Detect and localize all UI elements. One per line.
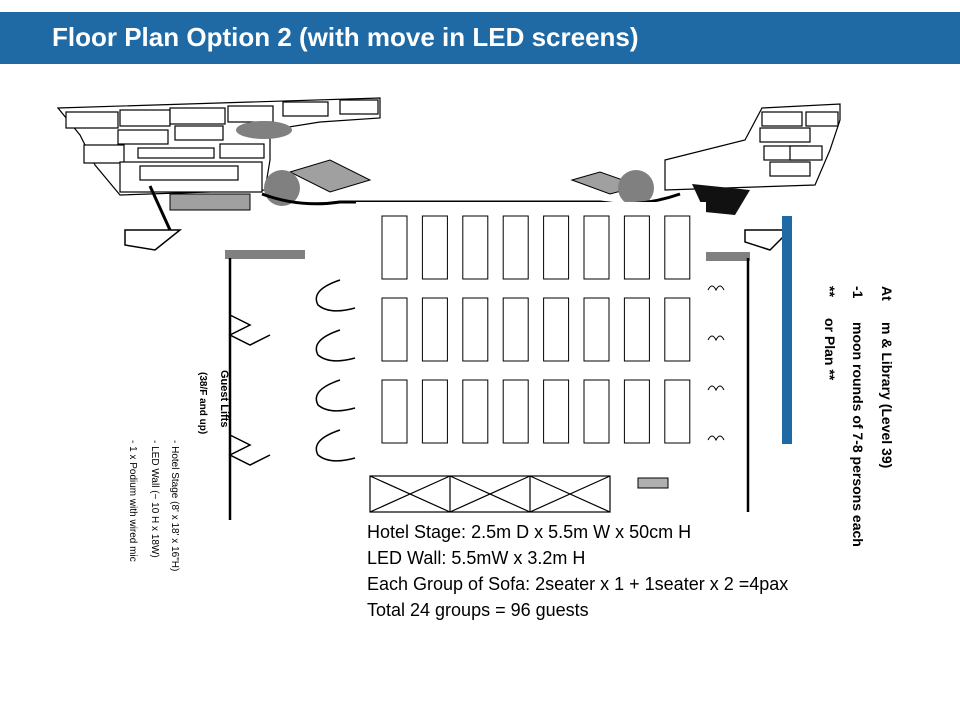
stage-note: - Hotel Stage (8' x 18' x 16"H) bbox=[169, 440, 180, 572]
pillar-right bbox=[618, 170, 654, 206]
top-right-furniture-cluster bbox=[664, 103, 841, 191]
sofa-group bbox=[664, 379, 691, 444]
note-led-wall: LED Wall: 5.5mW x 3.2m H bbox=[367, 548, 586, 568]
sofa-group bbox=[381, 379, 408, 444]
sofa-group bbox=[543, 215, 570, 280]
guest-lifts-label: Guest Lifts bbox=[218, 370, 230, 428]
sofa-grid bbox=[381, 215, 691, 444]
sofa-group bbox=[543, 379, 570, 444]
sofa-group bbox=[462, 297, 489, 362]
round-tables-left bbox=[315, 279, 356, 462]
sofa-group bbox=[623, 215, 650, 280]
podium bbox=[637, 477, 669, 489]
sofa-group bbox=[462, 379, 489, 444]
sofa-group bbox=[381, 297, 408, 362]
sofa-group bbox=[543, 297, 570, 362]
dark-object-right bbox=[692, 184, 750, 215]
sofa-group bbox=[664, 215, 691, 280]
right-label-2a: -1 bbox=[850, 286, 866, 299]
sofa-group bbox=[502, 297, 529, 362]
sofa-group bbox=[421, 215, 448, 280]
grey-panel-left bbox=[169, 193, 251, 211]
right-label-1b: m & Library (Level 39) bbox=[879, 322, 895, 469]
note-stage: Hotel Stage: 2.5m D x 5.5m W x 50cm H bbox=[367, 522, 692, 542]
notes-block: Hotel Stage: 2.5m D x 5.5m W x 50cm H LE… bbox=[367, 519, 788, 623]
note-total: Total 24 groups = 96 guests bbox=[367, 600, 589, 620]
right-label-3b: or Plan ** bbox=[822, 318, 838, 381]
sofa-group bbox=[583, 215, 610, 280]
note-sofa-group: Each Group of Sofa: 2seater x 1 + 1seate… bbox=[367, 574, 789, 594]
sofa-group bbox=[421, 297, 448, 362]
grey-panel-top bbox=[288, 159, 372, 193]
sofa-group bbox=[421, 379, 448, 444]
hotel-stage bbox=[369, 475, 611, 513]
top-left-furniture-cluster bbox=[56, 97, 381, 196]
room-floor bbox=[356, 202, 706, 520]
sofa-group bbox=[664, 297, 691, 362]
page-title: Floor Plan Option 2 (with move in LED sc… bbox=[52, 22, 639, 52]
sofa-group bbox=[623, 379, 650, 444]
title-bar: Floor Plan Option 2 (with move in LED sc… bbox=[0, 12, 960, 64]
sofa-group bbox=[502, 215, 529, 280]
sofa-group bbox=[462, 215, 489, 280]
led-screen-bar bbox=[782, 216, 792, 444]
right-label-2b: moon rounds of 7-8 persons each bbox=[850, 322, 866, 547]
sofa-group bbox=[583, 297, 610, 362]
sofa-group bbox=[623, 297, 650, 362]
right-label-3a: ** bbox=[822, 286, 838, 297]
guest-lifts-sublabel: (38/F and up) bbox=[197, 372, 208, 435]
led-wall-note: - LED Wall (~ 10 H x 18W) bbox=[149, 440, 160, 558]
sofa-group bbox=[583, 379, 610, 444]
floor-plan-drawing bbox=[56, 97, 841, 520]
right-label-1a: At bbox=[879, 286, 895, 301]
sofa-group bbox=[502, 379, 529, 444]
podium-note: - 1 x Podium with wired mic bbox=[127, 440, 138, 562]
sofa-group bbox=[381, 215, 408, 280]
